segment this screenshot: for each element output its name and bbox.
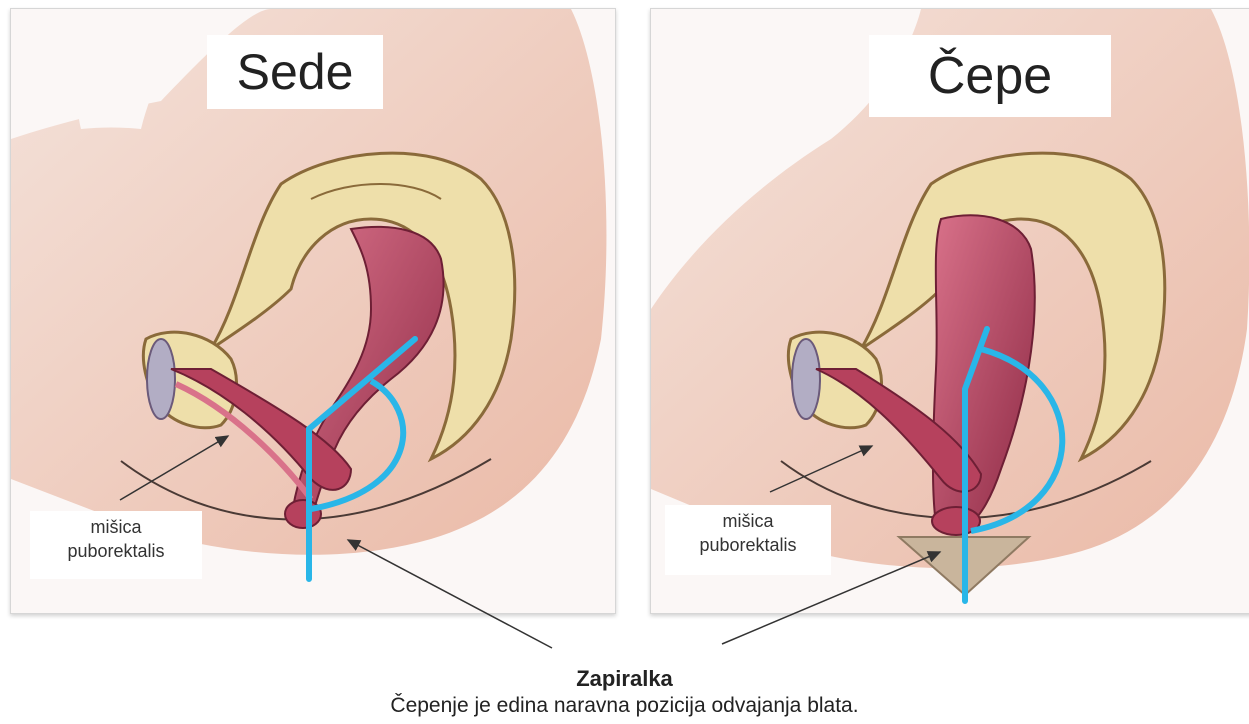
muscle-label-line2: puborektalis — [665, 533, 831, 557]
panel-title-squatting: Čepe — [869, 35, 1111, 117]
caption-subtitle: Čepenje je edina naravna pozicija odvaja… — [0, 694, 1249, 718]
muscle-label-squatting: mišica puborektalis — [665, 505, 831, 575]
muscle-label-sitting: mišica puborektalis — [30, 511, 202, 579]
panel-title-sitting: Sede — [207, 35, 383, 109]
muscle-label-line2: puborektalis — [30, 539, 202, 563]
muscle-label-line1: mišica — [665, 509, 831, 533]
panel-sitting: Sede mišica puborektalis — [10, 8, 616, 614]
muscle-label-line1: mišica — [30, 515, 202, 539]
caption-title: Zapiralka — [0, 666, 1249, 692]
panel-squatting: Čepe mišica puborektalis — [650, 8, 1249, 614]
